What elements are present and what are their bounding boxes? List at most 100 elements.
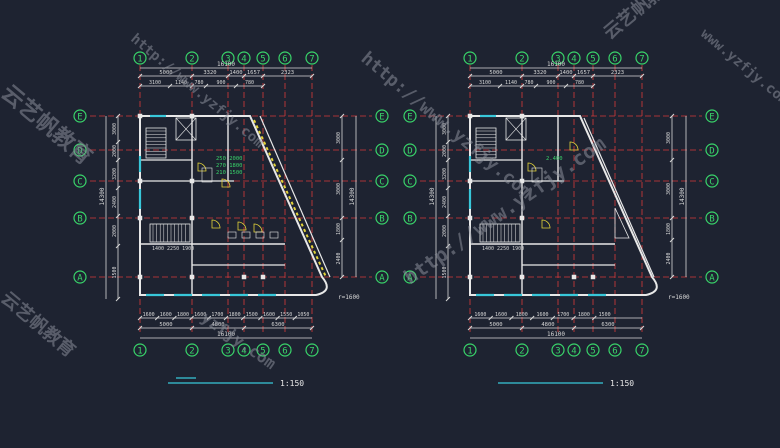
washroom-partition [531,167,543,183]
dim-tick [488,315,494,321]
dim-tick [203,83,209,89]
dim-tick [339,157,345,163]
dim-bottom-row1: 1600 [495,312,507,318]
dim-tick [445,157,451,163]
dim-bottom-row1: 1800 [229,312,241,318]
axis-bubble-left-A: A [77,274,83,284]
dim-top-row1: 1657 [577,70,590,76]
elevator-cross [505,117,527,141]
dim-bottom-row1: 1800 [177,312,189,318]
structural-column [467,178,473,184]
structural-column [189,113,195,119]
dim-left: 1500 [442,266,448,278]
dim-left: 2000 [442,145,448,157]
dim-top-row2: 1140 [175,80,187,86]
axis-bubble-bottom-5: 5 [590,347,595,357]
axis-bubble-top-1-circle [463,51,477,65]
dim-right: 1800 [336,223,342,235]
dim-tick [639,73,645,79]
dim-right: 1800 [666,223,672,235]
axis-bubble-right-B: B [379,215,384,225]
door-swing [253,223,263,233]
elevator-shaft [175,117,197,141]
dim-tick [275,315,280,321]
stair-bottom [149,223,191,243]
dim-tick [555,73,561,79]
axis-bubble-top-7: 7 [309,55,314,65]
dim-top-row2: 780 [524,80,533,86]
stair-top [145,127,167,159]
elevator-cross [175,117,197,141]
axis-bubble-right-A: A [379,274,385,284]
washroom-partition [201,167,213,183]
axis-bubble-top-3: 3 [555,55,560,65]
axis-bubble-top-2-circle [185,51,199,65]
dim-bottom-row1: 1500 [246,312,258,318]
axis-bubble-top-1: 1 [467,55,472,65]
dim-tick [669,215,675,221]
dim-tick [519,73,525,79]
axis-bubble-bottom-5: 5 [260,347,265,357]
triangle-void [614,207,630,239]
toilet-fixture [255,231,265,239]
structural-column [189,274,195,280]
dim-top-row2: 900 [546,80,555,86]
dim-left: 3200 [442,168,448,180]
dim-tick [590,73,596,79]
axis-bubble-bottom-5-circle [586,343,600,357]
dim-bottom-row1: 1500 [599,312,611,318]
axis-bubble-bottom-3-circle [551,343,565,357]
wedge-inner-wall [583,117,655,278]
watermark-text: www.yzfjy.com [697,26,780,109]
dim-bottom-row1: 1800 [578,312,590,318]
dim-tick [137,325,143,331]
axis-bubble-right-B-circle [375,211,389,225]
axis-bubble-left-A: A [407,274,413,284]
dim-tick [669,237,675,243]
structural-column [519,274,525,280]
dim-tick [669,157,675,163]
axis-bubble-top-7-circle [305,51,319,65]
dim-bottom-row1: 1600 [194,312,206,318]
axis-bubble-right-D-circle [705,143,719,157]
dim-top-row2: 780 [575,80,584,86]
axis-bubble-right-B-circle [705,211,719,225]
toilet-fixture [269,231,279,239]
dim-right: 2400 [666,252,672,264]
structural-column [260,274,266,280]
dim-tick [339,215,345,221]
elevator-shaft [505,117,527,141]
axis-bubble-left-D-circle [73,143,87,157]
axis-bubble-left-E-circle [73,109,87,123]
axis-bubble-left-E-circle [403,109,417,123]
dim-tick [445,213,451,219]
dim-tick [669,274,675,280]
axis-bubble-right-A-circle [375,270,389,284]
axis-bubble-bottom-3: 3 [225,347,230,357]
axis-bubble-bottom-7: 7 [309,347,314,357]
radius-label: r=1600 [668,294,690,301]
axis-bubble-right-C-circle [705,174,719,188]
dim-tick [550,315,556,321]
stair-bottom [479,223,521,243]
axis-bubble-top-5: 5 [590,55,595,65]
dim-tick [115,243,121,249]
structural-column [467,215,473,221]
dim-tick [258,315,263,321]
axis-bubble-left-E: E [77,113,82,123]
dim-tick [445,243,451,249]
dim-tick [571,73,577,79]
axis-bubble-top-3-circle [221,51,235,65]
dim-bottom-row2: 4800 [211,322,224,328]
dim-tick [225,73,231,79]
axis-bubble-bottom-4: 4 [571,347,576,357]
axis-bubble-top-4: 4 [571,55,576,65]
structural-column [519,113,525,119]
door-swing [221,178,231,188]
dim-tick [189,73,195,79]
dim-top-row1: 5000 [489,70,502,76]
dim-tick [292,315,298,321]
dim-tick [240,315,246,321]
dim-tick [189,325,195,331]
axis-bubble-bottom-6-circle [608,343,622,357]
